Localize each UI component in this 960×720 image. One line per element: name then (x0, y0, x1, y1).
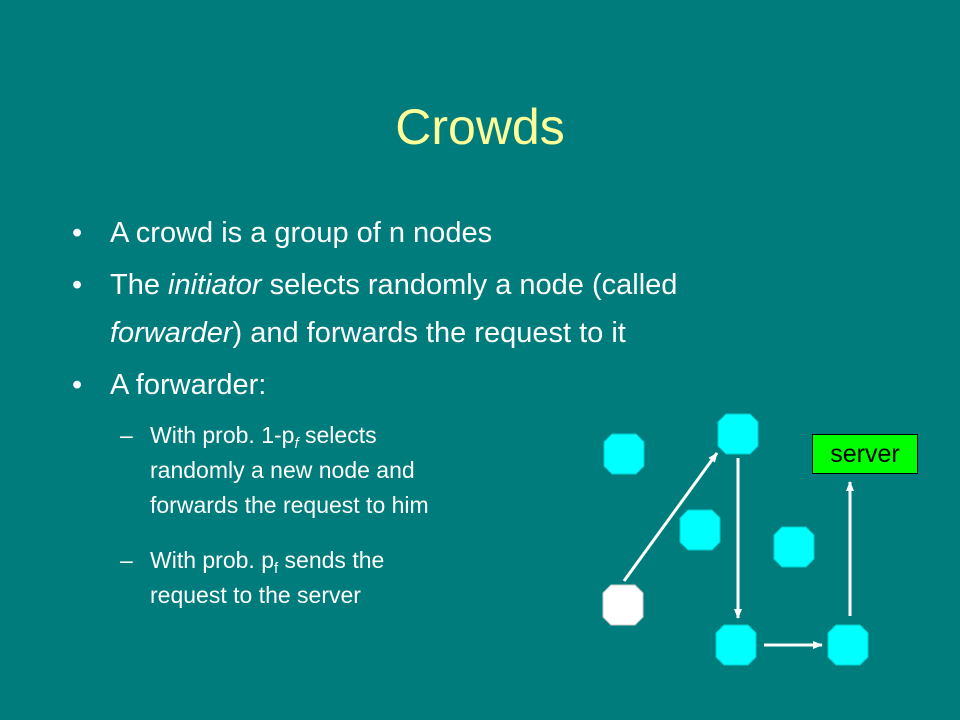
bullet-text-line1: The initiator selects randomly a node (c… (110, 269, 678, 301)
node (717, 413, 759, 455)
node (679, 509, 721, 551)
dash-marker: – (120, 422, 133, 448)
sub-text-line1: With prob. 1-pf selects (150, 422, 377, 452)
bullet-marker: • (72, 269, 83, 301)
sub-text-line2: request to the server (150, 582, 361, 608)
forwarder-term: forwarder (110, 317, 233, 349)
bullet-text: A crowd is a group of n nodes (110, 217, 493, 249)
sub-text-line3: forwards the request to him (150, 492, 429, 518)
dash-marker: – (120, 547, 133, 573)
node (827, 624, 869, 666)
initiator-term: initiator (168, 269, 262, 301)
arrow-initiator-to-forwarder (622, 452, 719, 582)
bullet-text: A forwarder: (110, 369, 267, 401)
node (603, 433, 645, 475)
initiator-node (602, 584, 644, 626)
sub-text-line2: randomly a new node and (150, 457, 415, 483)
bullet-text-line2: forwarder) and forwards the request to i… (110, 317, 626, 349)
bullet-marker: • (72, 217, 83, 249)
node (715, 624, 757, 666)
sub-text-line1: With prob. pf sends the (150, 547, 385, 577)
server-box: server (812, 434, 918, 474)
node (773, 526, 815, 568)
bullet-marker: • (72, 369, 83, 401)
slide-title: Crowds (395, 99, 565, 155)
